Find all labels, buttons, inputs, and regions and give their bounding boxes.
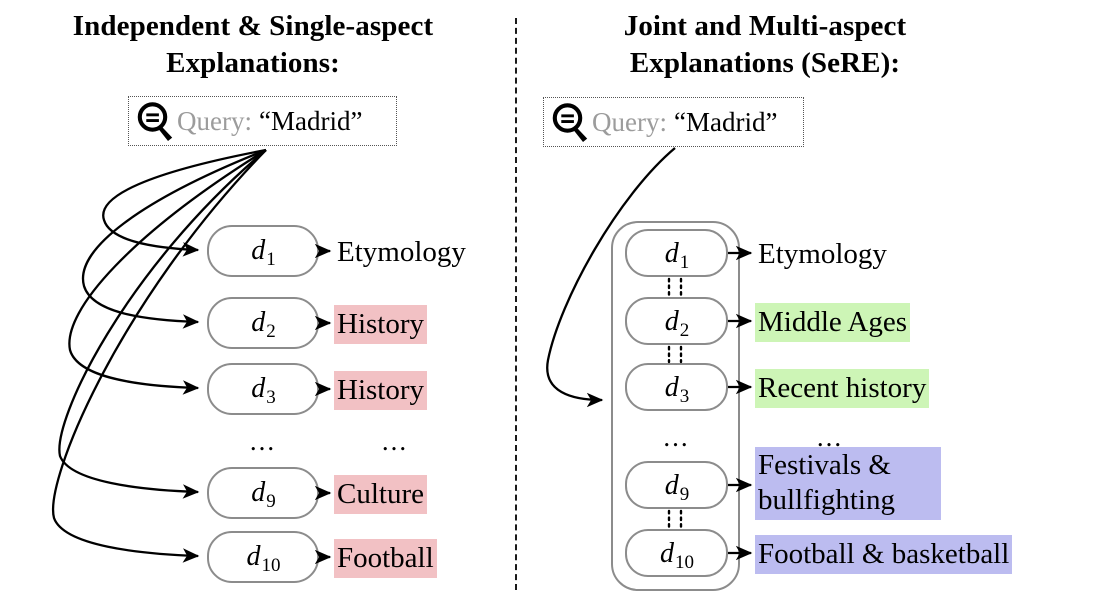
- doc-id-right-d10: d10: [626, 538, 727, 574]
- doc-id-left-d9: d9: [208, 477, 318, 513]
- doc-id-index: 3: [679, 386, 690, 407]
- doc-id-index: 3: [266, 387, 276, 408]
- query-value-left: “Madrid”: [258, 106, 363, 136]
- doc-id-left-d1: d1: [208, 235, 318, 271]
- query-arrow-d1: [102, 148, 267, 257]
- right-panel-title-line1: Joint and Multi-aspect: [623, 10, 907, 42]
- left-aspects-ellipsis: ...: [381, 426, 409, 456]
- query-to-container-arrow-right: [546, 147, 676, 408]
- aspect-left-d1: Etymology: [337, 236, 466, 268]
- aspect-right-d3: Recent history: [755, 369, 930, 408]
- doc-id-letter: d: [251, 373, 266, 404]
- query-arrow-d3: [68, 149, 267, 395]
- left-doc-to-aspect-arrows: [314, 243, 332, 565]
- doc-id-index: 10: [261, 555, 281, 576]
- left-panel-title-line2: Explanations:: [166, 47, 340, 79]
- aspect-right-d1: Etymology: [758, 238, 887, 270]
- doc-id-right-d1: d1: [626, 238, 727, 274]
- doc-id-index: 9: [679, 484, 690, 505]
- right-doc-to-aspect-arrows: [728, 245, 753, 561]
- aspect-left-d2: History: [334, 305, 427, 344]
- doc-id-letter: d: [251, 235, 266, 266]
- aspect-right-d10: Football & basketball: [755, 535, 1013, 574]
- left-panel-title-line1: Independent & Single-aspect: [72, 10, 434, 42]
- query-arrow-joint: [546, 147, 676, 408]
- doc-id-right-d2: d2: [626, 306, 727, 342]
- joint-documents-container: [611, 221, 740, 591]
- doc-id-letter: d: [251, 477, 266, 508]
- doc-id-letter: d: [664, 238, 679, 269]
- doc-id-letter: d: [251, 307, 266, 338]
- doc-id-index: 2: [679, 320, 690, 341]
- query-label-left: Query:: [177, 106, 252, 136]
- query-label-right: Query:: [592, 107, 667, 137]
- aspect-right-d2: Middle Ages: [755, 303, 911, 342]
- doc-id-letter: d: [664, 470, 679, 501]
- left-docs-ellipsis: ...: [249, 426, 277, 456]
- query-value-right: “Madrid”: [673, 107, 778, 137]
- doc-id-index: 10: [675, 552, 694, 573]
- left-panel-title: Independent & Single-aspect Explanations…: [8, 8, 498, 82]
- right-docs-ellipsis: ...: [663, 422, 690, 452]
- right-panel-title: Joint and Multi-aspect Explanations (SeR…: [530, 8, 1000, 82]
- doc-id-right-d9: d9: [626, 470, 727, 506]
- doc-id-letter: d: [246, 541, 261, 572]
- doc-id-letter: d: [664, 372, 679, 403]
- doc-id-index: 1: [679, 252, 690, 273]
- doc-id-letter: d: [664, 306, 679, 337]
- aspect-line1: Festivals &: [758, 449, 891, 481]
- magnifier-icon: [552, 103, 588, 142]
- right-aspects-ellipsis: ...: [816, 422, 844, 452]
- doc-id-index: 2: [266, 321, 276, 342]
- doc-id-left-d2: d2: [208, 307, 318, 343]
- aspect-left-d3: History: [334, 371, 427, 410]
- right-panel-title-line2: Explanations (SeRE):: [629, 47, 901, 79]
- aspect-line2: bullfighting: [758, 484, 895, 516]
- doc-id-left-d10: d10: [208, 541, 318, 577]
- doc-id-left-d3: d3: [208, 373, 318, 409]
- doc-id-index: 9: [266, 491, 276, 512]
- doc-id-right-d3: d3: [626, 372, 727, 408]
- doc-id-index: 1: [266, 249, 276, 270]
- magnifier-icon: [137, 102, 173, 141]
- query-box-right: Query: “Madrid”: [543, 97, 804, 147]
- aspect-left-d9: Culture: [334, 475, 427, 514]
- panel-divider: [515, 18, 517, 590]
- aspect-left-d10: Football: [334, 539, 437, 578]
- query-box-left: Query: “Madrid”: [128, 96, 397, 146]
- doc-id-letter: d: [660, 538, 674, 569]
- aspect-right-d9: Festivals & bullfighting: [755, 447, 941, 520]
